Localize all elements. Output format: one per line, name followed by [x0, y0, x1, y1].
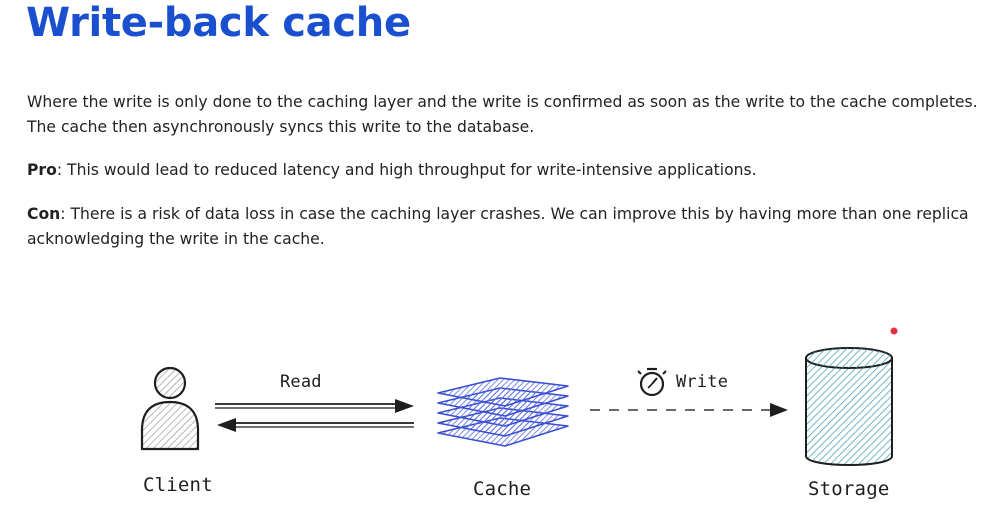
read-arrow — [215, 399, 414, 413]
read-label: Read — [280, 372, 322, 392]
con-label: Con — [27, 205, 61, 223]
pro-text: : This would lead to reduced latency and… — [56, 161, 757, 179]
response-arrow — [217, 418, 414, 432]
intro-paragraph: Where the write is only done to the cach… — [27, 93, 978, 136]
con-text: : There is a risk of data loss in case t… — [27, 205, 969, 248]
pro-paragraph: Pro: This would lead to reduced latency … — [27, 158, 995, 183]
cache-label: Cache — [473, 478, 532, 500]
stacked-layers-icon — [437, 377, 569, 447]
write-label: Write — [676, 372, 729, 392]
client-label: Client — [143, 474, 213, 496]
database-cylinder-icon — [805, 347, 893, 466]
storage-label: Storage — [808, 478, 890, 500]
write-arrow — [590, 403, 788, 417]
pro-label: Pro — [27, 161, 57, 179]
person-icon — [140, 366, 200, 451]
laser-pointer-dot — [890, 327, 898, 335]
stopwatch-icon — [637, 367, 667, 397]
con-paragraph: Con: There is a risk of data loss in cas… — [27, 202, 995, 252]
page-title: Write-back cache — [26, 0, 411, 46]
